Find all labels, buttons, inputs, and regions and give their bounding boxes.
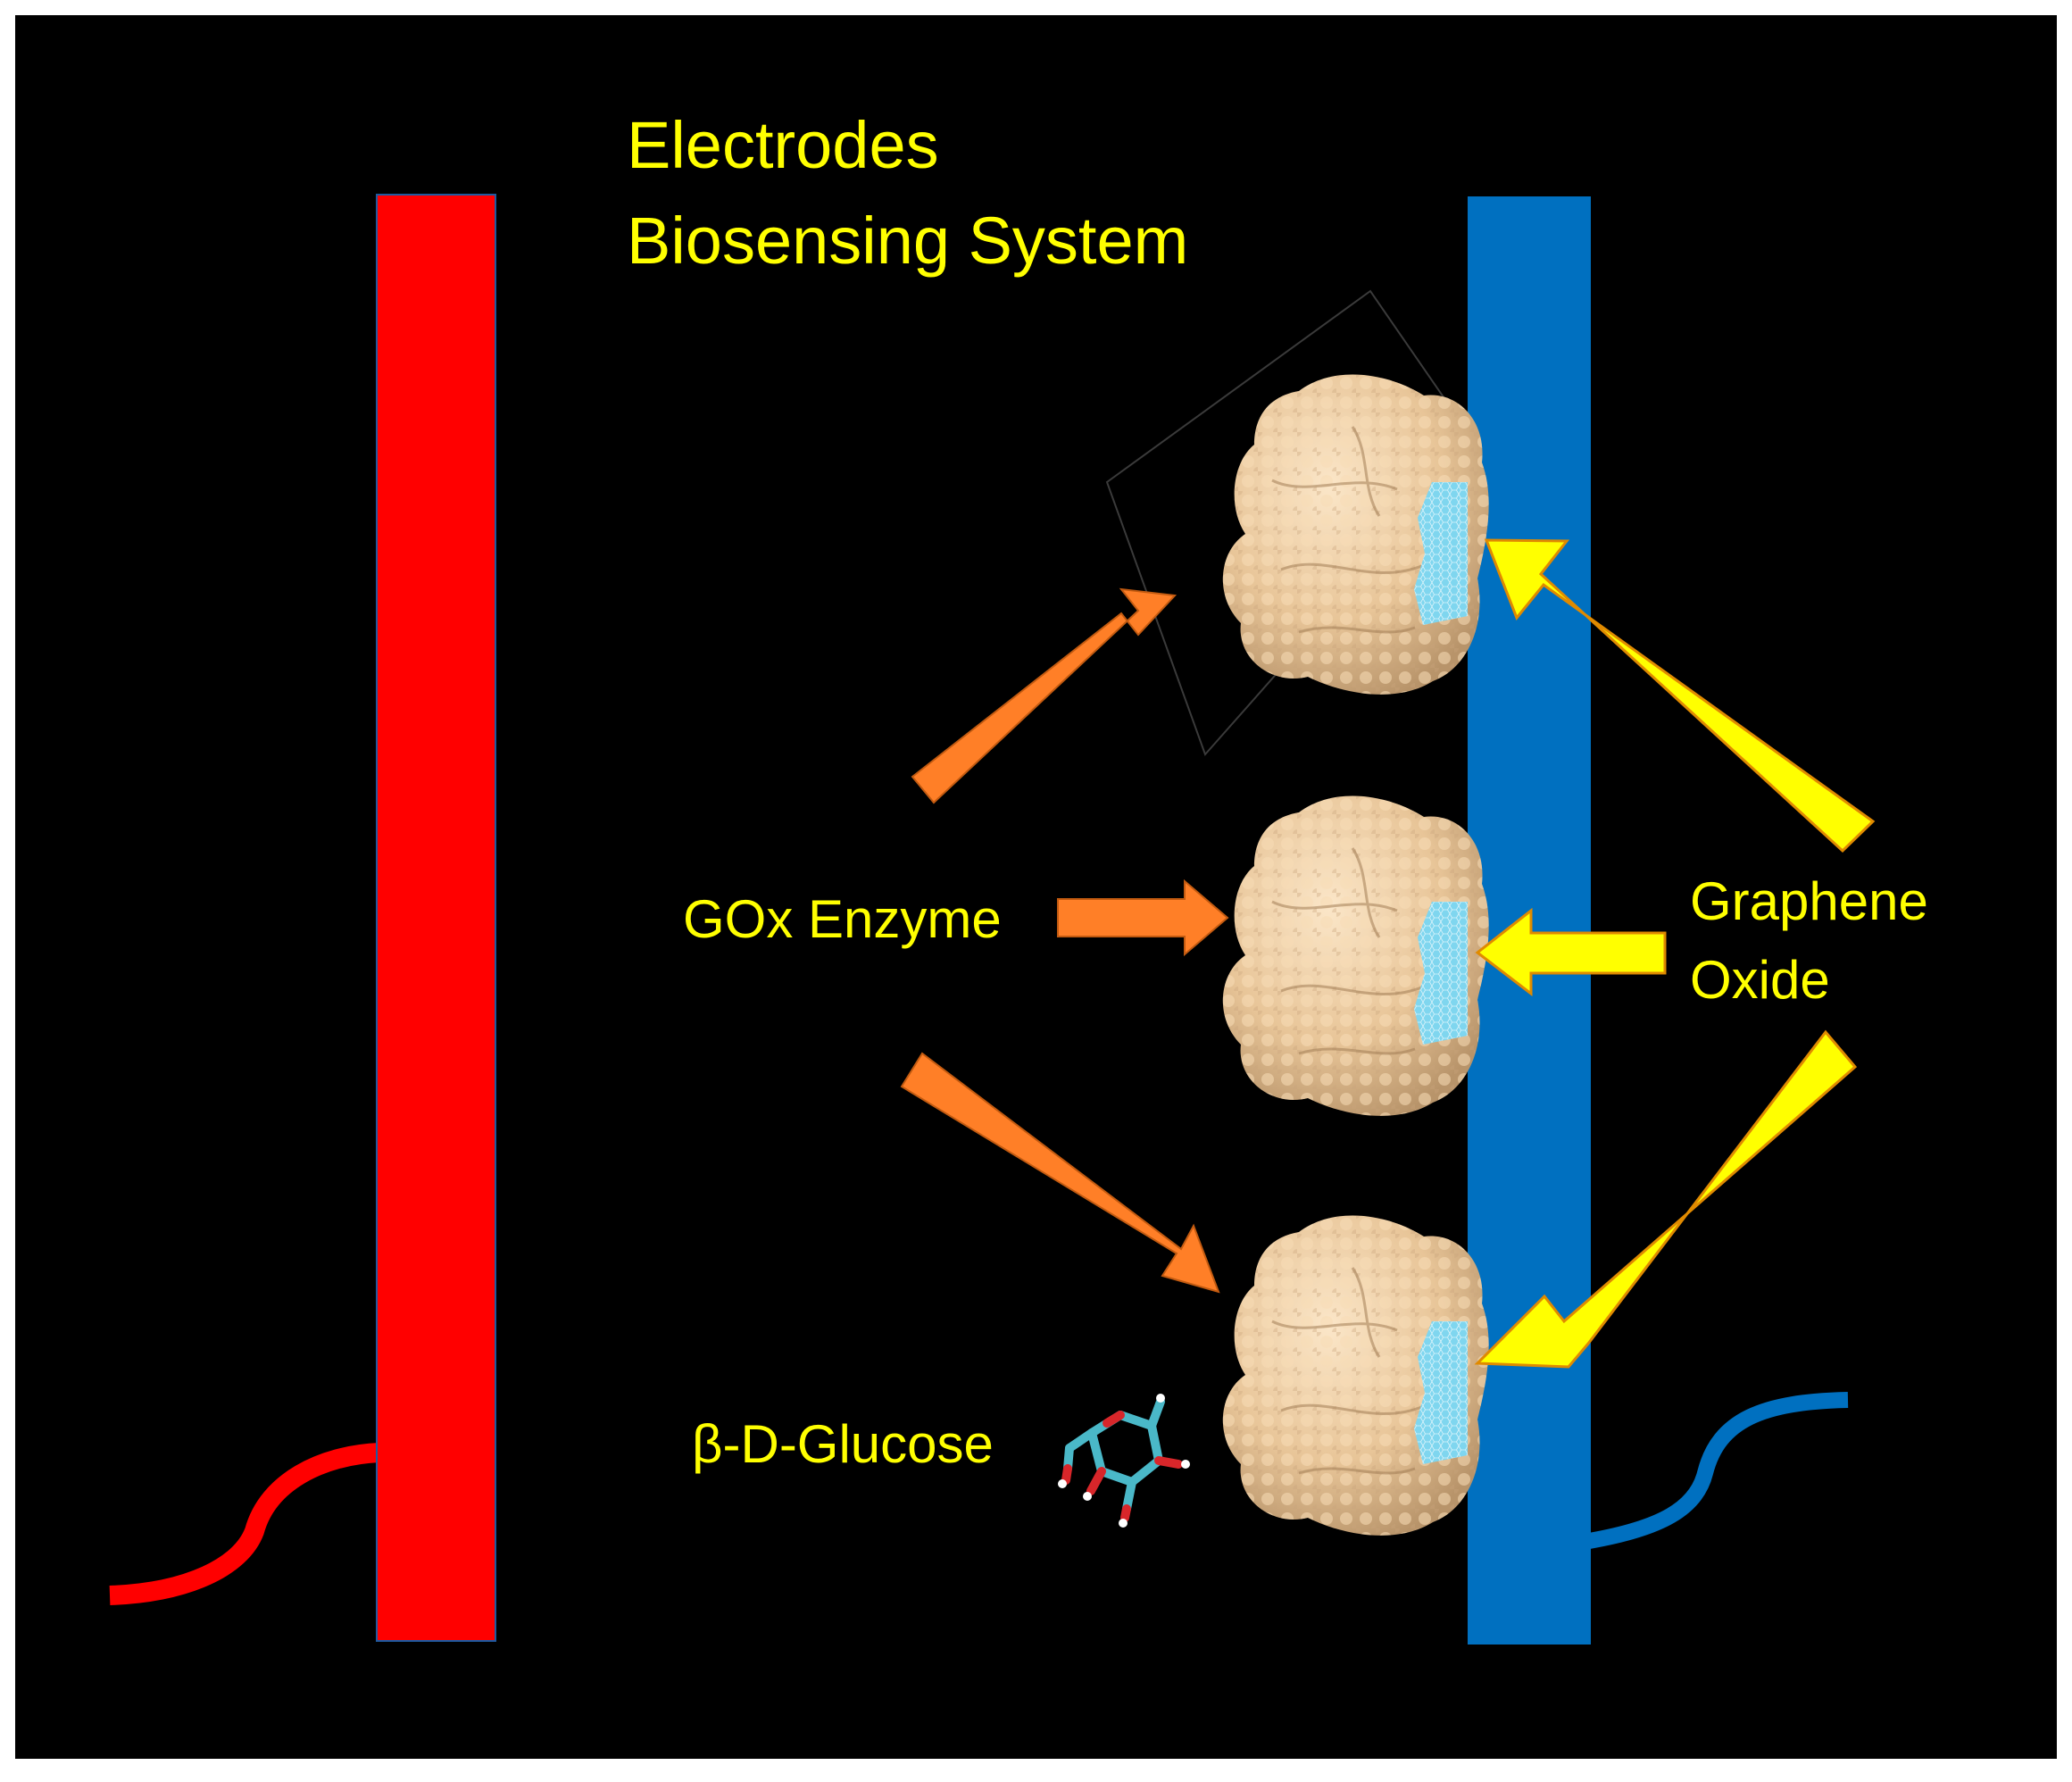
diagram-background (15, 15, 2057, 1759)
graphene-oxide-label-line-2: Oxide (1690, 950, 1830, 1010)
graphene-arrow-middle (1475, 907, 1667, 997)
glucose-label: β-D-Glucose (692, 1414, 994, 1474)
title-line-1: Electrodes (627, 108, 939, 182)
enzyme-arrow-middle (1057, 879, 1229, 957)
right-electrode-wire (1587, 1392, 1849, 1549)
glucose-molecule (1058, 1394, 1190, 1528)
graphene-oxide-label-line-1: Graphene (1690, 871, 1928, 931)
graphene-arrow-down (1474, 1029, 1858, 1369)
graphene-arrow-up (1484, 538, 1876, 854)
left-electrode-wire (109, 1443, 380, 1605)
title-line-2: Biosensing System (627, 204, 1188, 278)
red-electrode-bar (376, 194, 496, 1642)
enzyme-arrow-down (900, 1052, 1220, 1294)
enzyme-arrows (900, 587, 1229, 1294)
left-electrode (109, 194, 496, 1642)
enzyme-arrow-up (911, 587, 1177, 804)
graphene-arrows (1474, 538, 1876, 1369)
gox-enzyme-label: GOx Enzyme (683, 889, 1002, 949)
